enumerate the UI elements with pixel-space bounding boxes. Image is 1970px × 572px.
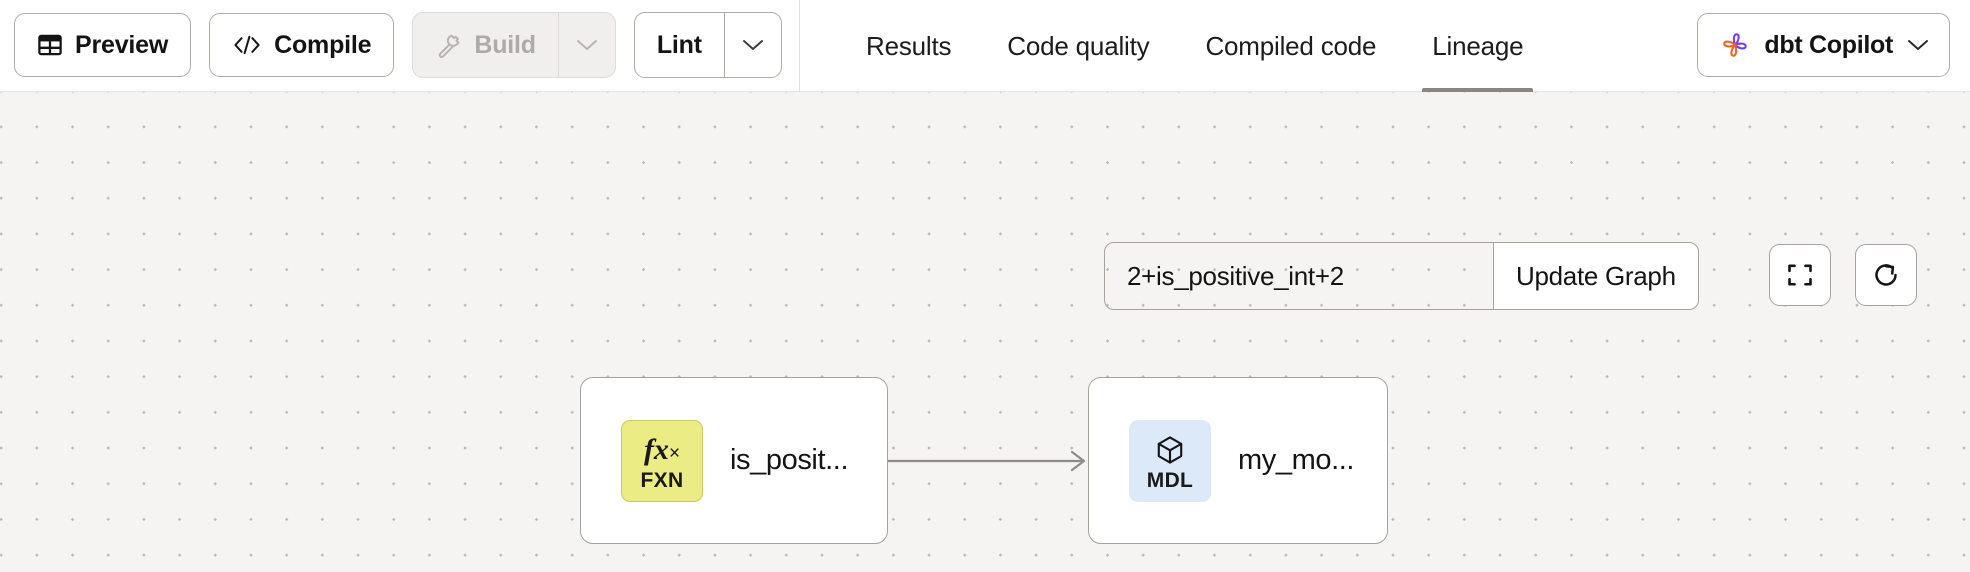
- lineage-canvas[interactable]: Update Graph: [0, 92, 1970, 572]
- chevron-down-icon: [742, 38, 764, 52]
- tab-compiled-code[interactable]: Compiled code: [1177, 0, 1404, 92]
- fit-view-button[interactable]: [1769, 244, 1831, 306]
- editor-toolbar: Preview Compile: [0, 0, 1970, 92]
- toolbar-action-group: Preview Compile: [14, 12, 782, 78]
- tab-lineage-label: Lineage: [1432, 30, 1524, 61]
- tab-active-indicator: [1422, 88, 1534, 92]
- dbt-copilot-atom-icon: [1720, 30, 1750, 60]
- tab-results[interactable]: Results: [838, 0, 979, 92]
- fx-symbol: fx: [643, 432, 669, 466]
- fit-view-icon: [1785, 260, 1815, 290]
- update-graph-label: Update Graph: [1516, 260, 1676, 291]
- lineage-node-model-label: my_mo...: [1238, 444, 1355, 476]
- preview-button[interactable]: Preview: [14, 13, 192, 77]
- function-icon: fx× FXN: [621, 419, 703, 502]
- lineage-edge: [886, 434, 1092, 488]
- chevron-down-icon: [1907, 38, 1929, 52]
- tab-results-label: Results: [866, 30, 952, 61]
- build-button-label: Build: [474, 30, 536, 59]
- compile-button[interactable]: Compile: [209, 13, 395, 77]
- fx-times-symbol: ×: [668, 442, 681, 464]
- tab-compiled-code-label: Compiled code: [1205, 30, 1377, 61]
- model-badge-label: MDL: [1146, 468, 1194, 492]
- dbt-copilot-button[interactable]: dbt Copilot: [1697, 13, 1950, 77]
- tab-lineage[interactable]: Lineage: [1404, 0, 1551, 92]
- toolbar-divider: [799, 0, 800, 92]
- cube-icon: MDL: [1129, 419, 1211, 502]
- chevron-down-icon: [576, 38, 598, 52]
- tab-code-quality-label: Code quality: [1007, 30, 1150, 61]
- lineage-node-model[interactable]: MDL my_mo...: [1088, 377, 1388, 544]
- dbt-copilot-label: dbt Copilot: [1764, 30, 1893, 59]
- fx-glyph: fx×: [644, 431, 680, 469]
- lineage-node-function[interactable]: fx× FXN is_posit...: [580, 377, 888, 544]
- build-button: Build: [413, 13, 558, 77]
- build-button-group: Build: [412, 12, 616, 78]
- lint-dropdown-toggle[interactable]: [723, 13, 781, 77]
- cube-glyph: [1154, 431, 1186, 469]
- graph-controls: Update Graph: [1104, 242, 1699, 310]
- node-selector-input[interactable]: [1105, 243, 1493, 309]
- preview-button-label: Preview: [75, 30, 169, 59]
- lint-button[interactable]: Lint: [635, 13, 724, 77]
- lint-button-label: Lint: [656, 30, 702, 59]
- lineage-node-function-label: is_posit...: [730, 444, 849, 476]
- lint-button-group: Lint: [633, 12, 782, 78]
- build-dropdown-toggle: [557, 13, 615, 77]
- wrench-icon: [435, 32, 462, 59]
- code-brackets-icon: [232, 33, 262, 57]
- reload-graph-button[interactable]: [1855, 244, 1917, 306]
- table-icon: [37, 32, 63, 58]
- function-badge-label: FXN: [640, 468, 684, 492]
- compile-button-label: Compile: [274, 30, 372, 59]
- update-graph-button[interactable]: Update Graph: [1493, 243, 1698, 309]
- result-pane-tabs: Results Code quality Compiled code Linea…: [838, 0, 1551, 92]
- reload-icon: [1871, 260, 1901, 290]
- tab-code-quality[interactable]: Code quality: [979, 0, 1177, 92]
